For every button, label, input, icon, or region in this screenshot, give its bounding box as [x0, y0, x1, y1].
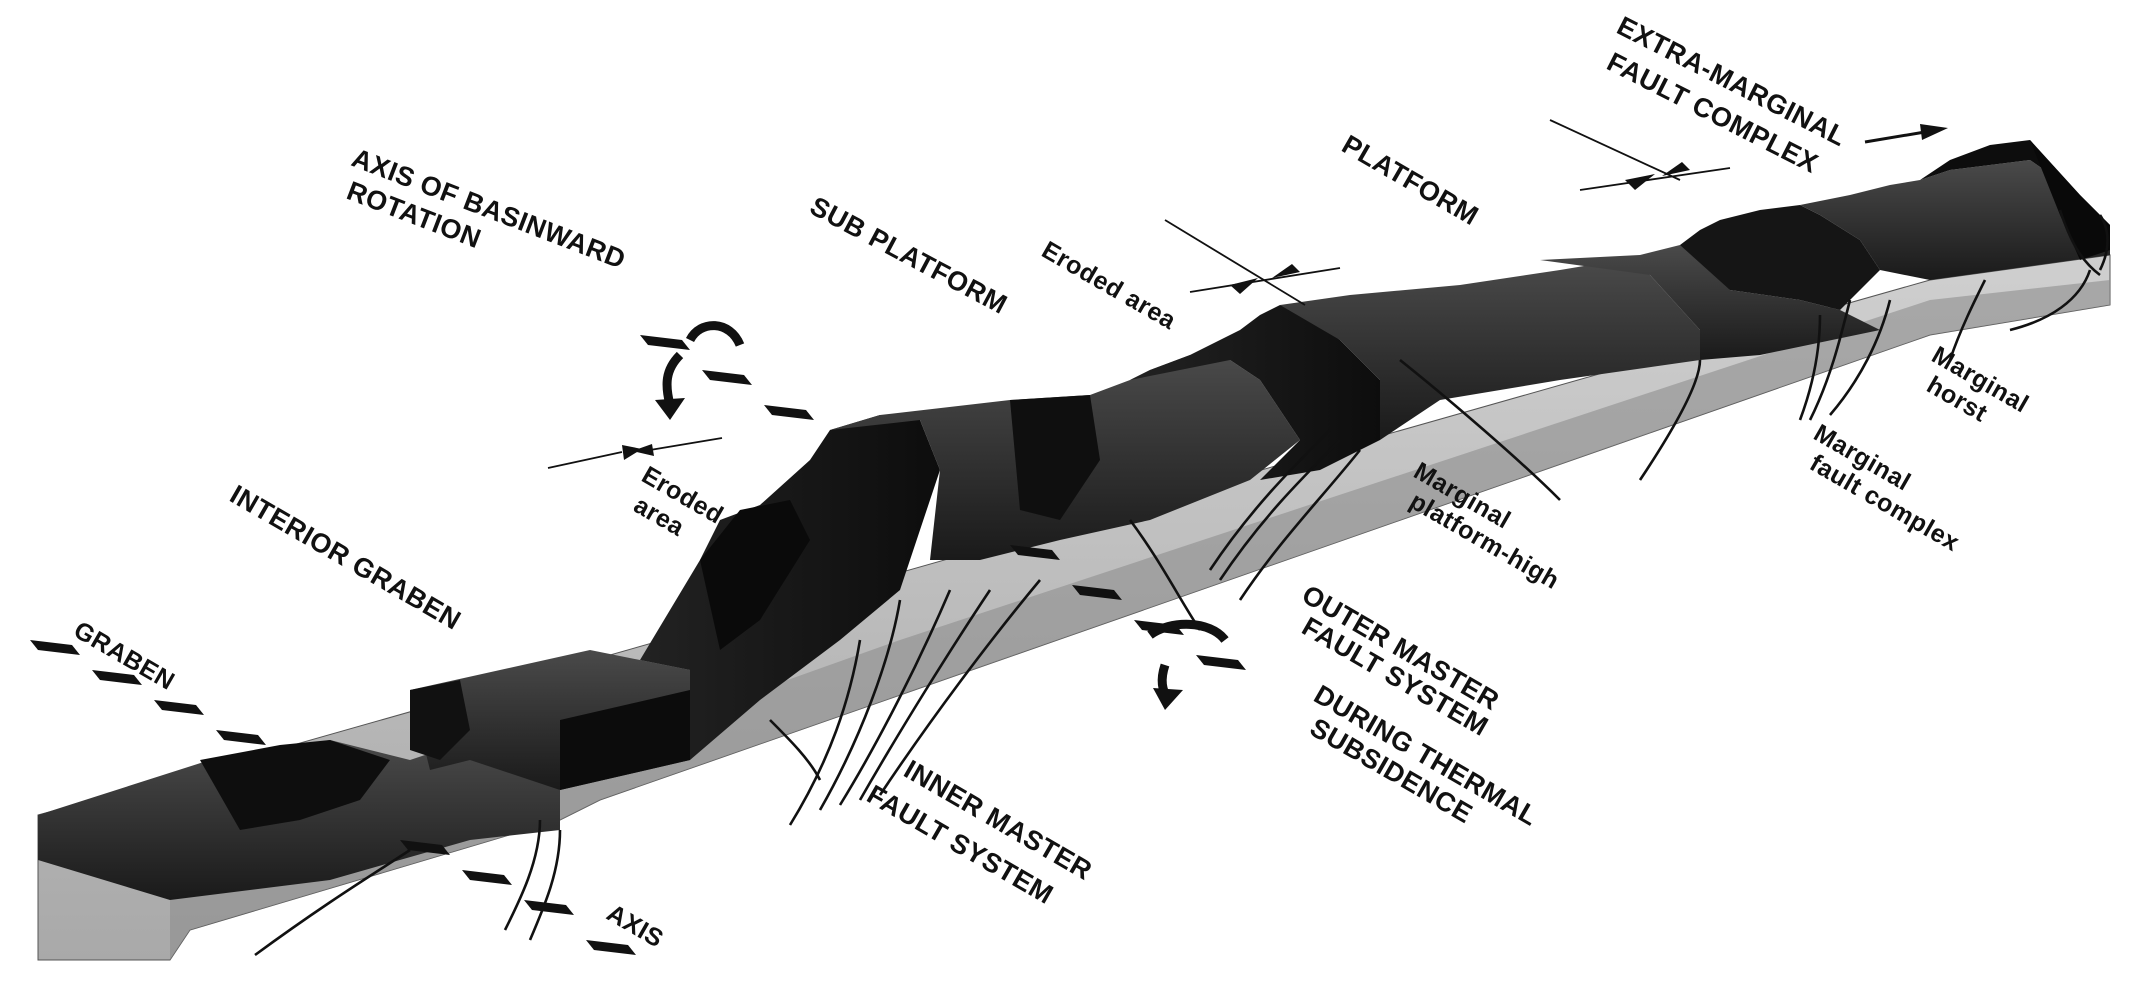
fault-blocks — [38, 140, 2110, 900]
eroded-area-pointer-left — [547, 437, 723, 469]
label-eroded-area-top: Eroded area — [1037, 236, 1181, 336]
label-platform: PLATFORM — [1337, 129, 1484, 231]
label-interior-graben: INTERIOR GRABEN — [225, 479, 466, 635]
axis-line-upper — [640, 335, 1246, 670]
fault-traces — [254, 209, 2109, 957]
extra-marginal-arrow — [1864, 124, 1948, 144]
axis-line-lower — [30, 640, 636, 955]
rotation-arrow-lower — [1147, 619, 1229, 710]
platform-pointer — [1549, 119, 1731, 191]
label-graben: GRABEN — [69, 616, 179, 696]
eroded-area-pointer-top — [1164, 219, 1341, 306]
label-sub-platform: SUB PLATFORM — [805, 191, 1012, 320]
rotation-arrow-upper — [655, 321, 745, 420]
